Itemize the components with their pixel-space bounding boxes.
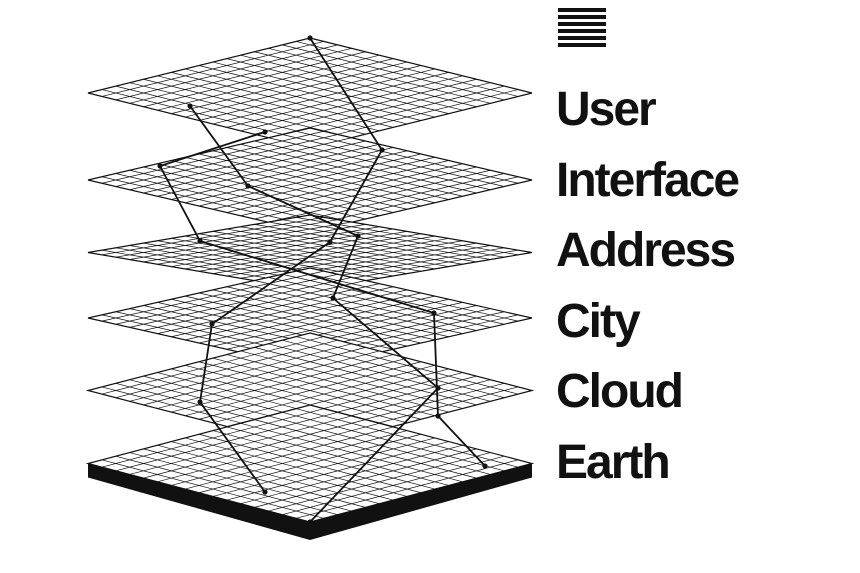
- layer-label-earth: Earth: [556, 436, 671, 489]
- connection-node: [209, 321, 215, 327]
- grid-plane-city: [87, 267, 533, 369]
- connection-path: [158, 131, 486, 467]
- layer-label-user: User: [556, 83, 657, 136]
- connection-node: [307, 519, 313, 525]
- hamburger-menu-icon[interactable]: [558, 8, 606, 54]
- connection-node: [431, 310, 437, 316]
- connection-path: [199, 37, 384, 493]
- layer-label-cloud: Cloud: [556, 365, 684, 418]
- grid-plane-earth: [85, 404, 535, 540]
- layer-label-interface: Interface: [556, 154, 740, 207]
- connection-node: [157, 163, 163, 169]
- connection-node: [355, 233, 361, 239]
- connection-node: [307, 35, 313, 41]
- connection-node: [435, 413, 441, 419]
- connection-node: [197, 238, 203, 244]
- connection-node: [379, 147, 385, 153]
- connection-node: [327, 239, 333, 245]
- connection-node: [262, 129, 268, 135]
- layer-label-city: City: [556, 295, 641, 348]
- connection-node: [197, 399, 203, 405]
- connection-node: [187, 103, 193, 109]
- layer-label-address: Address: [556, 224, 736, 277]
- grid-plane-user: [87, 37, 533, 149]
- connection-node: [262, 489, 268, 495]
- connection-node: [482, 463, 488, 469]
- connection-node: [245, 183, 251, 189]
- connection-node: [330, 295, 336, 301]
- grid-plane-cloud: [85, 332, 535, 449]
- connection-lines: [157, 35, 488, 525]
- connection-path: [189, 105, 440, 523]
